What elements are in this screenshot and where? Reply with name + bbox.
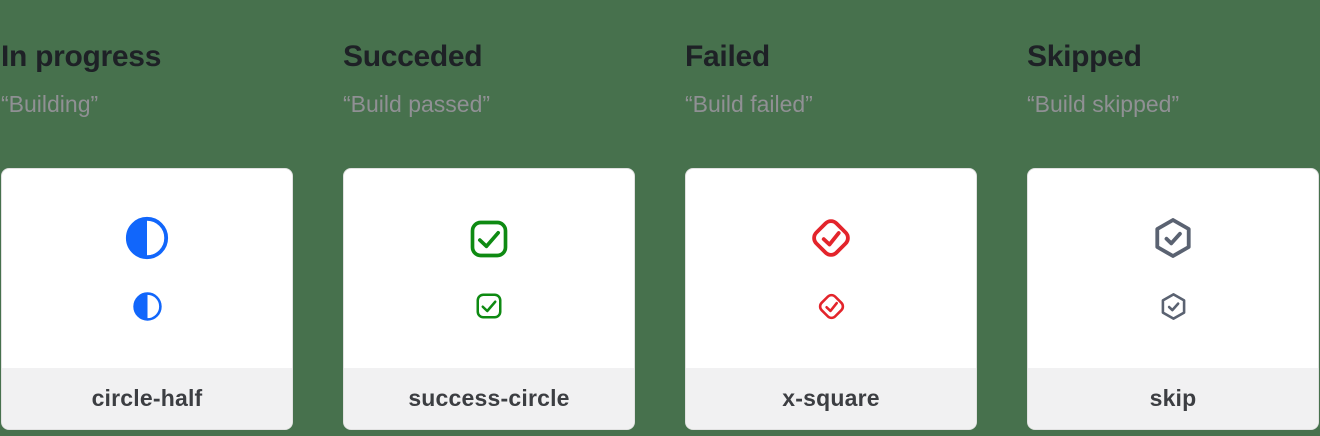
icon-name-label: x-square <box>782 385 880 411</box>
column-subtitle: “Build skipped” <box>1027 91 1180 117</box>
icon-name-label: skip <box>1149 385 1197 411</box>
icon-card-body <box>686 169 976 368</box>
column-succeded: Succeded “Build passed” success-circle <box>343 0 635 436</box>
icon-card: x-square <box>685 168 977 430</box>
icon-name-label: circle-half <box>91 385 203 411</box>
icon-card-footer: x-square <box>686 368 976 429</box>
icon-card-body <box>2 169 292 368</box>
circle-half-icon <box>132 292 162 321</box>
column-title: Skipped <box>1027 40 1142 73</box>
skip-icon <box>1161 293 1185 320</box>
circle-half-icon <box>125 216 169 260</box>
column-title: Failed <box>685 40 770 73</box>
icon-card-footer: skip <box>1028 368 1318 429</box>
x-square-icon <box>818 293 844 320</box>
icon-card-footer: success-circle <box>344 368 634 429</box>
icon-name-label: success-circle <box>408 385 570 411</box>
icon-card-footer: circle-half <box>2 368 292 429</box>
icon-card-body <box>1028 169 1318 368</box>
icon-card: skip <box>1027 168 1319 430</box>
column-subtitle: “Build failed” <box>685 91 813 117</box>
column-title: Succeded <box>343 40 483 73</box>
icon-card: success-circle <box>343 168 635 430</box>
icon-card: circle-half <box>1 168 293 430</box>
icon-card-body <box>344 169 634 368</box>
column-subtitle: “Building” <box>1 91 99 117</box>
skip-icon <box>1155 218 1191 258</box>
column-skipped: Skipped “Build skipped” skip <box>1027 0 1319 436</box>
x-square-icon <box>812 219 850 257</box>
column-subtitle: “Build passed” <box>343 91 491 117</box>
success-circle-icon <box>476 293 502 318</box>
column-title: In progress <box>1 40 162 73</box>
column-in-progress: In progress “Building” circle-half <box>1 0 293 436</box>
column-failed: Failed “Build failed” x-square <box>685 0 977 436</box>
success-circle-icon <box>470 220 508 257</box>
